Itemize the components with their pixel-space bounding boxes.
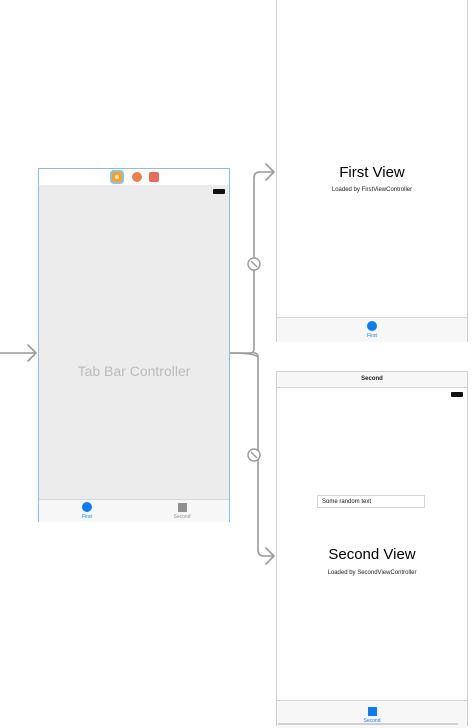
first-view-scene[interactable]: First View Loaded by FirstViewController… <box>276 0 468 342</box>
second-view-title: Second View <box>328 546 416 563</box>
relationship-segue-second[interactable] <box>253 352 275 565</box>
tab-bar-controller-scene[interactable]: Tab Bar Controller First Second <box>38 168 230 522</box>
segue-badge-first[interactable] <box>247 257 261 271</box>
circle-icon <box>367 321 377 331</box>
tab-bar[interactable]: First Second <box>39 499 229 522</box>
tab-bar-controller-canvas[interactable]: Tab Bar Controller <box>39 185 229 499</box>
first-view-title: First View <box>339 164 405 181</box>
exit-icon[interactable] <box>149 172 159 182</box>
initial-view-controller-arrow <box>0 344 37 362</box>
battery-icon <box>451 392 463 397</box>
battery-icon <box>213 189 225 194</box>
random-text-field[interactable]: Some random text <box>317 495 425 508</box>
tab-item-label: First <box>367 333 377 339</box>
tab-item-first[interactable]: First <box>57 502 117 520</box>
circle-icon <box>82 502 92 512</box>
first-responder-icon[interactable] <box>132 172 142 182</box>
tab-item-label: First <box>82 514 92 520</box>
view-controller-icon[interactable] <box>112 172 122 182</box>
segue-badge-second[interactable] <box>247 448 261 462</box>
square-icon <box>367 707 377 716</box>
first-view-tab-bar[interactable]: First <box>277 317 467 342</box>
tab-item-second[interactable]: Second <box>152 502 212 520</box>
tab-item-second[interactable]: Second <box>342 706 402 724</box>
tab-item-label: Second <box>173 514 191 520</box>
second-view-subtitle: Loaded by SecondViewController <box>327 570 417 576</box>
second-view-scene[interactable]: Second Some random text Second View Load… <box>276 371 468 728</box>
first-view-subtitle: Loaded by FirstViewController <box>331 187 413 193</box>
tab-item-first[interactable]: First <box>342 321 402 339</box>
scene-dock <box>39 169 229 186</box>
scroll-indicator <box>278 723 458 725</box>
scene-title: Tab Bar Controller <box>77 363 191 379</box>
navigation-bar-title: Second <box>277 372 467 388</box>
square-icon <box>177 503 187 512</box>
tab-item-label: Second <box>363 718 381 724</box>
